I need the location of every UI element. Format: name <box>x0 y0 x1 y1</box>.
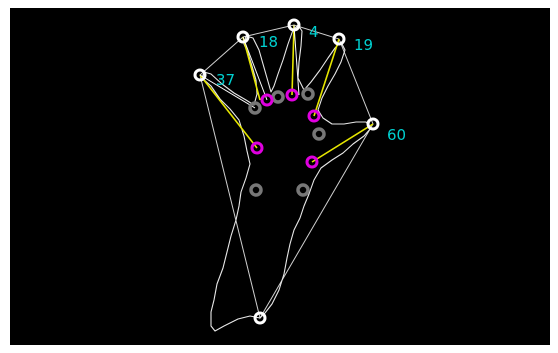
far-point <box>312 127 326 141</box>
angle-label: 18 <box>259 33 278 51</box>
finger-line-18 <box>242 36 261 101</box>
finger-line-60 <box>311 123 374 163</box>
hand-detection-canvas: 18 4 19 37 60 <box>193 18 406 332</box>
defect-point <box>305 155 319 169</box>
defect-point <box>260 93 274 107</box>
fingertips <box>193 18 380 325</box>
far-point <box>249 183 263 197</box>
far-point <box>271 90 285 104</box>
defect-point <box>250 141 264 155</box>
defect-point <box>307 109 321 123</box>
far-point <box>301 87 315 101</box>
finger-line-4 <box>291 24 295 96</box>
angle-label: 37 <box>216 71 235 89</box>
fingertip <box>287 18 301 32</box>
fingertip <box>193 68 207 82</box>
fingertip <box>236 30 250 44</box>
finger-lines <box>199 24 374 163</box>
fingertip <box>332 32 346 46</box>
defect-points <box>250 88 321 169</box>
angle-label: 4 <box>309 23 319 41</box>
angle-label: 60 <box>387 126 406 144</box>
hand-contour <box>201 24 372 332</box>
finger-line-37 <box>199 74 258 149</box>
angle-labels: 18 4 19 37 60 <box>216 23 406 144</box>
hand-detection-view: 18 4 19 37 60 <box>10 8 550 345</box>
far-point <box>296 183 310 197</box>
fingertip <box>366 117 380 131</box>
convex-hull <box>199 24 374 320</box>
finger-line-19 <box>313 38 340 117</box>
defect-point <box>285 88 299 102</box>
angle-label: 19 <box>354 36 373 54</box>
wrist-point <box>253 311 267 325</box>
far-points <box>248 87 326 197</box>
far-point <box>248 101 262 115</box>
